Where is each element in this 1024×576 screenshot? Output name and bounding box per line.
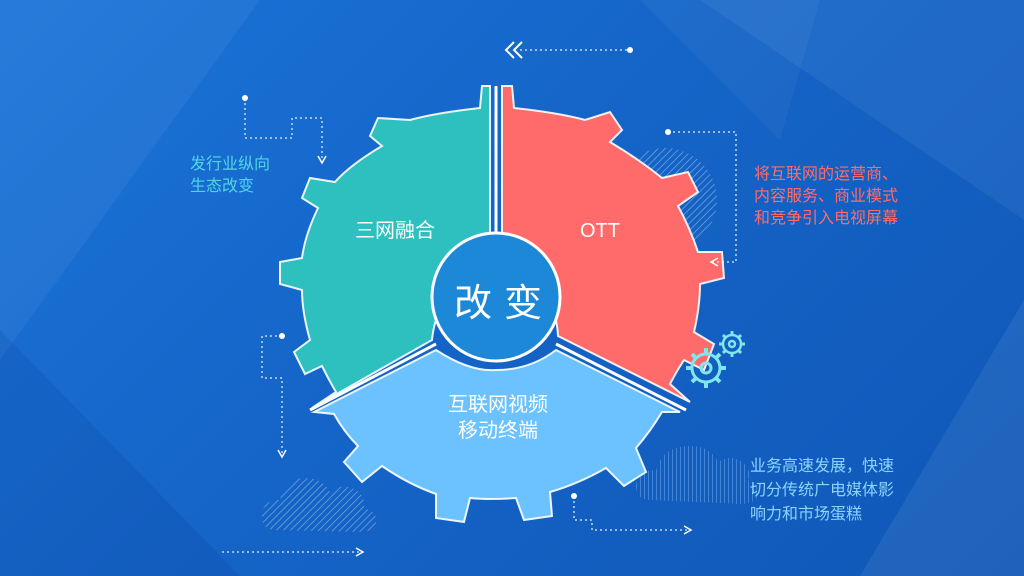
note-right-line1: 将互联网的运营商、 bbox=[754, 166, 899, 183]
note-left: 发行业纵向 生态改变 bbox=[190, 154, 270, 198]
note-right-line2: 内容服务、商业模式 bbox=[754, 188, 899, 205]
segment-dividers bbox=[309, 86, 687, 412]
gear-segment-teal bbox=[279, 85, 491, 409]
dotted-connector-right-top bbox=[668, 131, 737, 263]
segment-label-teal: 三网融合 bbox=[355, 220, 435, 242]
cloud-icon bbox=[636, 446, 759, 504]
segment-label-light-blue-line1: 互联网视频 bbox=[448, 394, 548, 416]
double-chevron-left-icon bbox=[504, 41, 523, 59]
gear-segment-light-blue bbox=[310, 348, 681, 524]
segment-label-light-blue-line2: 移动终端 bbox=[458, 420, 538, 442]
segment-label-red: OTT bbox=[580, 220, 620, 242]
note-right: 将互联网的运营商、 内容服务、商业模式 和竞争引入电视屏幕 bbox=[754, 164, 898, 230]
dotted-connector-left-bottom bbox=[261, 335, 283, 456]
gear-icon bbox=[686, 348, 726, 388]
note-left-line1: 发行业纵向 bbox=[190, 156, 271, 173]
center-circle bbox=[430, 231, 562, 363]
note-left-line2: 生态改变 bbox=[190, 178, 255, 195]
center-label: 改变 bbox=[454, 281, 555, 325]
segment-label-light-blue: 互联网视频 移动终端 bbox=[430, 392, 566, 444]
note-bottom-right: 业务高速发展，快速 切分传统广电媒体影 响力和市场蛋糕 bbox=[750, 455, 894, 527]
note-bottom-right-line2: 切分传统广电媒体影 bbox=[750, 482, 895, 499]
dotted-connector-bottom-right bbox=[573, 496, 690, 531]
note-bottom-right-line3: 响力和市场蛋糕 bbox=[750, 506, 863, 523]
dotted-connector-left-top bbox=[244, 98, 323, 162]
note-right-line3: 和竞争引入电视屏幕 bbox=[754, 210, 899, 227]
gear-segment-red bbox=[501, 85, 726, 403]
cloud-icon bbox=[262, 478, 377, 532]
gear-icon bbox=[719, 331, 745, 357]
note-bottom-right-line1: 业务高速发展，快速 bbox=[750, 458, 895, 475]
